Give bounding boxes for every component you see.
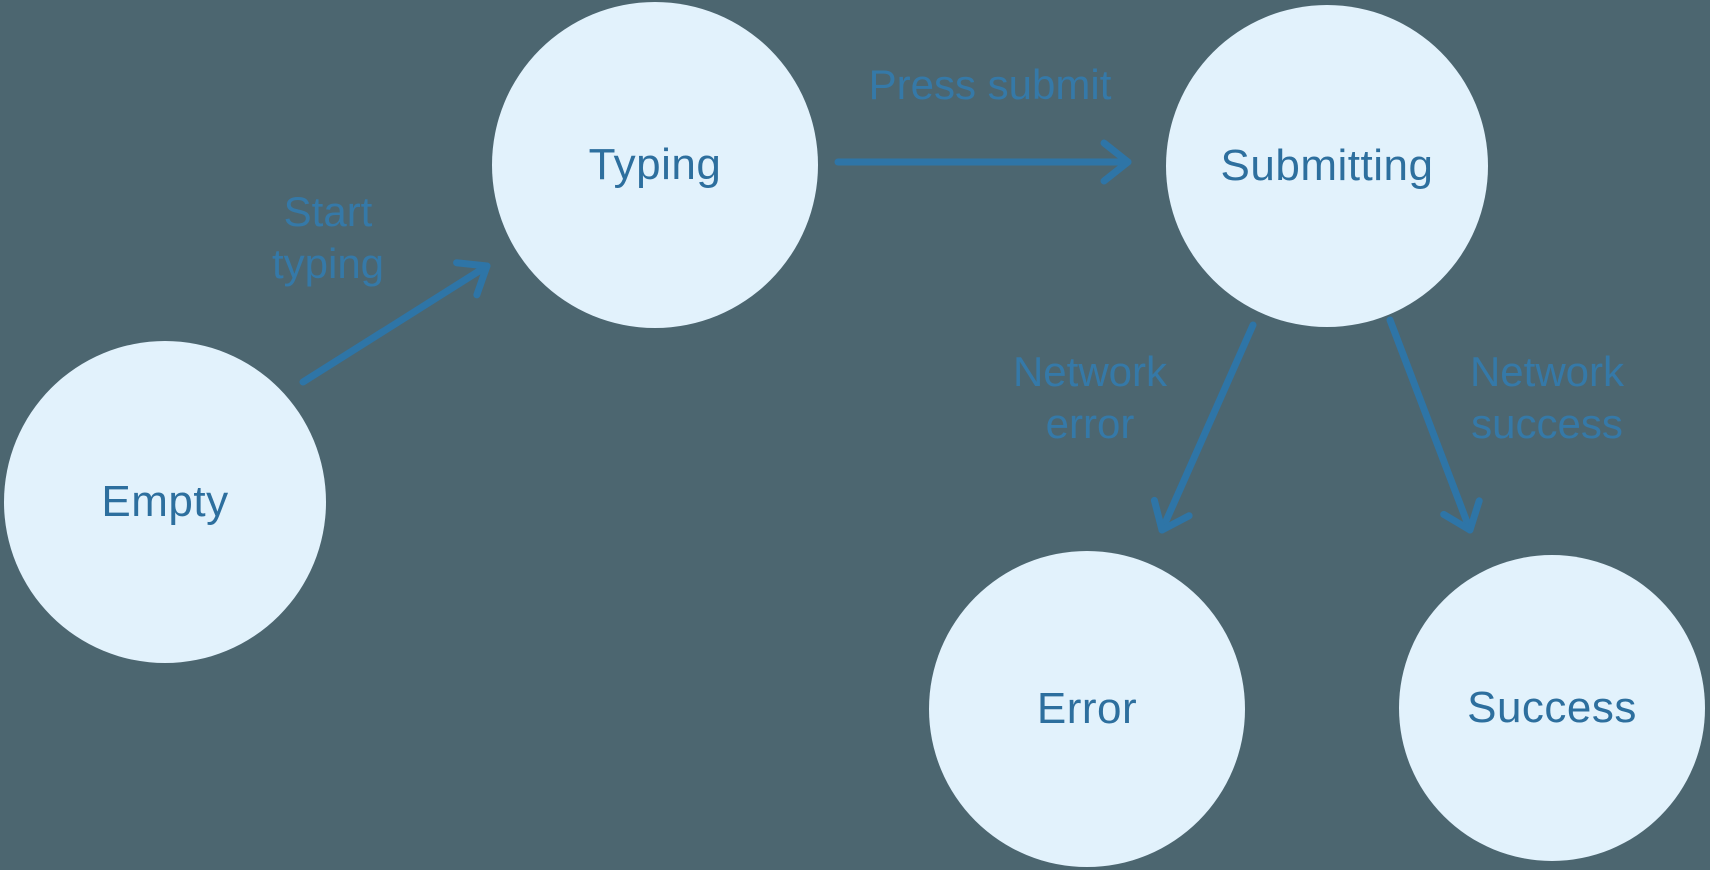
state-label-typing: Typing bbox=[588, 140, 722, 189]
arrow-submitting-to-success-icon bbox=[1386, 316, 1483, 534]
state-node-empty: Empty bbox=[4, 341, 326, 663]
state-node-typing: Typing bbox=[492, 2, 818, 328]
state-label-error: Error bbox=[1036, 684, 1138, 733]
state-label-success: Success bbox=[1467, 683, 1637, 732]
state-label-submitting: Submitting bbox=[1220, 141, 1434, 190]
state-node-error: Error bbox=[929, 551, 1245, 867]
transition-label-network-error: Network error bbox=[1012, 348, 1168, 447]
transition-label-network-success: Network success bbox=[1469, 348, 1625, 447]
state-node-submitting: Submitting bbox=[1166, 5, 1488, 327]
state-node-success: Success bbox=[1399, 555, 1705, 861]
transition-label-press-submit: Press submit bbox=[868, 61, 1112, 108]
state-label-empty: Empty bbox=[101, 477, 229, 526]
arrow-submitting-to-error-icon bbox=[1150, 321, 1257, 534]
transition-label-start-typing: Start typing bbox=[271, 188, 385, 287]
